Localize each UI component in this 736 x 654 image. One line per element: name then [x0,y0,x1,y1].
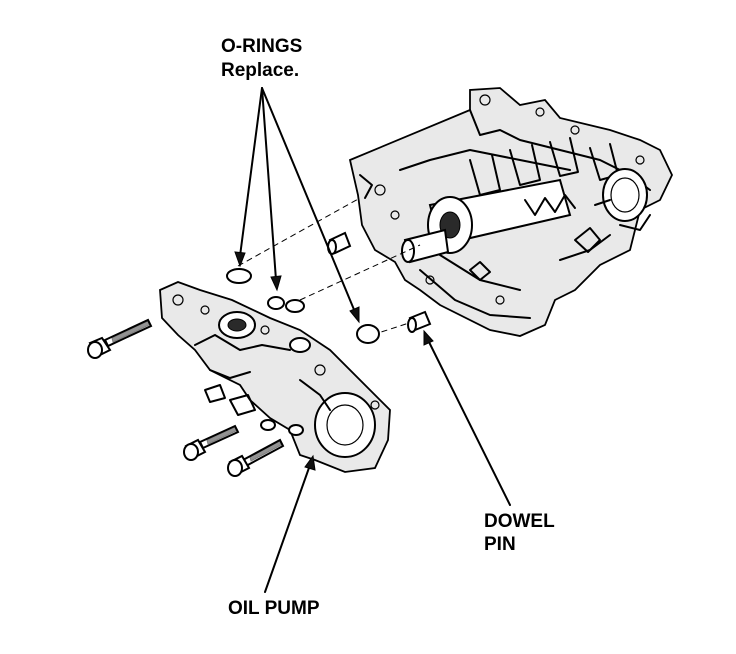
oil-pump [159,281,391,473]
callout-arrows [234,87,511,593]
oil-pump-label: OIL PUMP [228,598,320,619]
dowel-pin-label-line1: DOWEL [484,511,555,532]
alignment-lines [237,197,421,336]
dowel-pin-label-line2: PIN [484,534,516,555]
bolt-1 [87,318,153,359]
o-rings [226,268,380,344]
engine-block [348,87,673,337]
dowel-pins [327,231,432,333]
o-rings-replace-note: Replace. [221,60,300,81]
bolts [87,318,285,477]
o-rings-label: O-RINGS [221,36,303,57]
bolt-2 [183,424,240,461]
bolt-3 [227,438,285,477]
